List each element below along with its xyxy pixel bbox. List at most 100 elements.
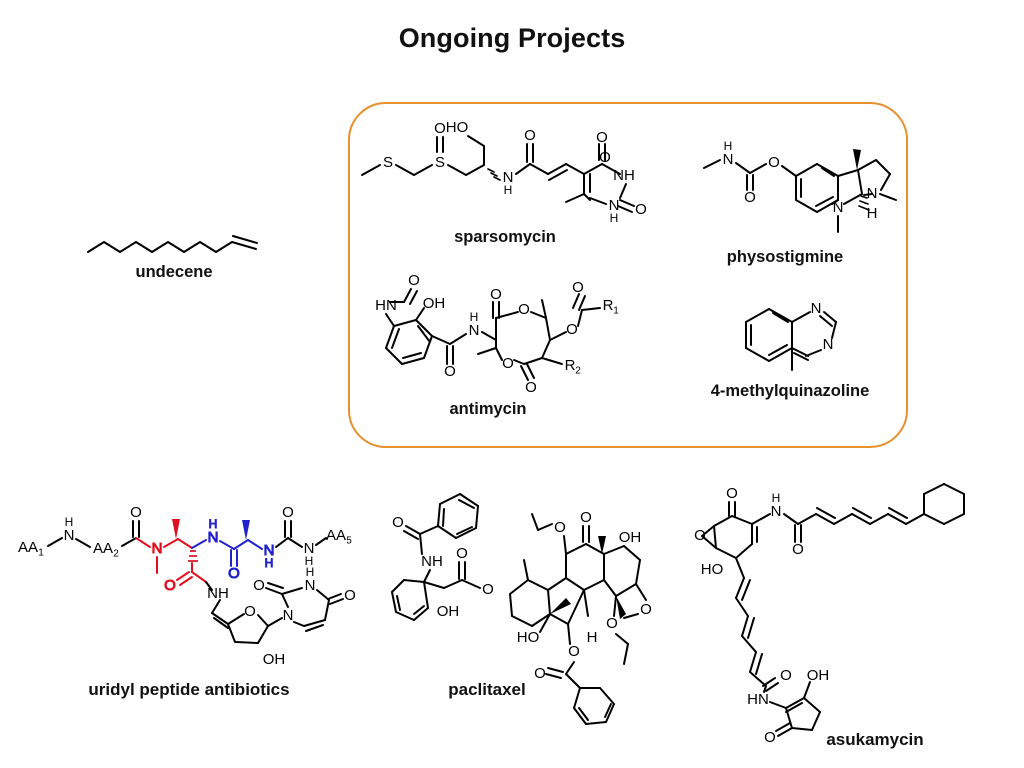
svg-text:N: N (771, 503, 782, 520)
svg-text:O: O (502, 355, 514, 372)
svg-text:N: N (283, 607, 294, 624)
svg-text:N: N (264, 542, 275, 559)
caption-paclitaxel: paclitaxel (448, 680, 526, 699)
caption-4-methylquinazoline: 4-methylquinazoline (710, 382, 870, 400)
page-title: Ongoing Projects (398, 23, 626, 53)
svg-text:N: N (823, 336, 834, 353)
svg-text:O: O (282, 504, 294, 521)
svg-text:H: H (65, 515, 74, 529)
svg-text:O: O (344, 587, 356, 604)
structure-undecene (84, 222, 264, 262)
svg-text:H: H (209, 517, 218, 531)
structure-physostigmine: N H O O N (700, 138, 900, 248)
svg-text:HN: HN (375, 297, 397, 314)
caption-uridyl-peptide-antibiotics: uridyl peptide antibiotics (88, 680, 290, 699)
svg-text:O: O (635, 201, 647, 218)
svg-text:O: O (444, 363, 456, 380)
svg-text:O: O (572, 279, 584, 296)
svg-text:N: N (152, 540, 163, 557)
svg-text:H: H (265, 556, 274, 570)
svg-text:O: O (568, 643, 580, 660)
svg-text:HO: HO (701, 561, 724, 578)
svg-text:H: H (306, 565, 315, 579)
svg-text:OH: OH (423, 295, 446, 312)
caption-undecene: undecene (135, 263, 213, 281)
svg-text:O: O (482, 581, 494, 598)
svg-text:O: O (792, 541, 804, 558)
svg-text:O: O (554, 519, 566, 536)
svg-text:N: N (503, 169, 514, 186)
svg-text:1: 1 (38, 548, 44, 559)
svg-text:O: O (694, 527, 706, 544)
svg-text:HO: HO (517, 629, 540, 646)
svg-text:O: O (434, 120, 446, 137)
svg-text:R: R (603, 297, 614, 314)
svg-text:N: N (469, 322, 480, 339)
svg-text:O: O (768, 154, 780, 171)
svg-text:N: N (64, 527, 75, 544)
svg-text:O: O (525, 379, 537, 396)
svg-text:O: O (253, 577, 265, 594)
svg-text:NH: NH (421, 553, 443, 570)
svg-text:2: 2 (575, 366, 581, 377)
svg-text:O: O (490, 286, 502, 303)
svg-text:O: O (606, 615, 618, 632)
structure-antimycin: O HN OH O N H (375, 268, 619, 398)
svg-text:OH: OH (437, 603, 460, 620)
svg-text:N: N (609, 197, 620, 214)
svg-text:O: O (392, 514, 404, 531)
svg-text:AA: AA (326, 527, 346, 544)
svg-text:H: H (305, 554, 314, 568)
svg-text:O: O (640, 601, 652, 618)
svg-text:O: O (164, 577, 176, 594)
svg-text:H: H (610, 211, 619, 225)
svg-text:AA: AA (18, 539, 38, 556)
svg-text:H: H (724, 139, 733, 153)
svg-text:2: 2 (113, 549, 119, 560)
svg-text:S: S (383, 154, 393, 171)
svg-text:O: O (566, 321, 578, 338)
svg-text:N: N (304, 540, 315, 557)
svg-text:O: O (408, 272, 420, 289)
svg-text:O: O (244, 603, 256, 620)
caption-antimycin: antimycin (449, 400, 527, 418)
svg-text:O: O (764, 729, 776, 746)
caption-physostigmine: physostigmine (726, 248, 844, 266)
svg-text:OH: OH (619, 529, 642, 546)
svg-text:H: H (470, 310, 479, 324)
svg-text:O: O (744, 189, 756, 206)
structure-asukamycin: O O HO N H (694, 483, 1010, 746)
svg-text:O: O (518, 301, 530, 318)
svg-text:N: N (811, 300, 822, 317)
structure-sparsomycin: S S O HO N H O (358, 112, 648, 232)
svg-text:O: O (524, 127, 536, 144)
svg-text:O: O (726, 485, 738, 502)
svg-text:S: S (435, 154, 445, 171)
svg-text:H: H (587, 629, 598, 646)
svg-text:N: N (208, 529, 219, 546)
svg-text:HN: HN (747, 691, 769, 708)
svg-text:R: R (565, 357, 576, 374)
svg-text:O: O (456, 545, 468, 562)
svg-text:N: N (833, 199, 844, 216)
svg-text:AA: AA (93, 540, 113, 557)
svg-text:OH: OH (263, 651, 286, 668)
highlight-group-box (348, 102, 908, 448)
svg-text:O: O (596, 129, 608, 146)
structure-4-methylquinazoline: N N (736, 298, 856, 378)
svg-text:O: O (580, 509, 592, 526)
caption-asukamycin: asukamycin (826, 730, 924, 749)
svg-text:O: O (130, 504, 142, 521)
svg-text:O: O (534, 665, 546, 682)
structure-uridyl-peptide-antibiotics: AA 1 N H AA 2 O N (14, 500, 356, 675)
svg-text:H: H (504, 183, 513, 197)
caption-sparsomycin: sparsomycin (454, 228, 556, 246)
svg-text:N: N (723, 151, 734, 168)
svg-text:HO: HO (446, 119, 469, 136)
svg-text:H: H (867, 205, 878, 222)
svg-text:O: O (780, 667, 792, 684)
svg-text:5: 5 (346, 536, 352, 547)
svg-text:NH: NH (613, 167, 635, 184)
svg-text:H: H (772, 491, 781, 505)
